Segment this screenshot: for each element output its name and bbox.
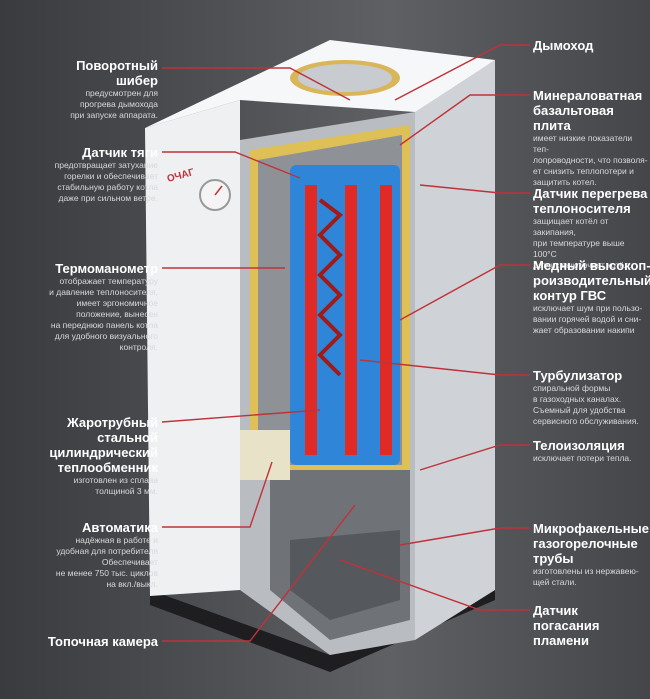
label-title: Датчик перегрева теплоносителя xyxy=(533,186,648,216)
label-desc: спиральной формы в газоходных каналах. С… xyxy=(533,383,639,426)
leader-lines xyxy=(161,44,530,642)
label-title: Термоманометр xyxy=(55,261,158,276)
label-desc: исключает потери тепла. xyxy=(533,453,632,463)
label-title: Телоизоляция xyxy=(533,438,625,453)
boiler-front-left xyxy=(145,100,240,596)
label-turbulator: Турбулизатор спиральной формы в газоходн… xyxy=(533,368,639,427)
label-burner-tubes: Микрофакельные газогорелочные трубы изго… xyxy=(533,521,649,588)
label-insulation: Телоизоляция исключает потери тепла. xyxy=(533,438,632,464)
gauge-needle xyxy=(214,185,223,196)
label-title: Минераловатная базальтовая плита xyxy=(533,88,643,133)
gas-valve-automatics xyxy=(240,430,290,480)
label-desc: изготовлен из сплава толщиной 3 мм. xyxy=(73,475,158,496)
label-desc: предусмотрен для прогрева дымохода при з… xyxy=(70,88,158,120)
label-basalt-plate: Минераловатная базальтовая плита имеет н… xyxy=(533,88,650,188)
label-title: Датчик погасания пламени xyxy=(533,603,600,648)
flue-tube-right xyxy=(380,185,392,455)
label-title: Дымоход xyxy=(533,38,594,53)
label-heat-exchanger: Жаротрубный стальной цилиндрический тепл… xyxy=(49,415,158,497)
label-title: Турбулизатор xyxy=(533,368,623,383)
label-automatics: Автоматика надёжная в работе и удобная д… xyxy=(56,520,158,590)
label-title: Топочная камера xyxy=(47,634,158,649)
label-title: Поворотный шибер xyxy=(76,58,158,88)
label-desc: отображает температуру и давление теплон… xyxy=(49,276,158,352)
chimney-opening xyxy=(298,64,392,92)
turbulator xyxy=(317,198,344,377)
label-title: Автоматика xyxy=(82,520,158,535)
label-desc: изготовлены из нержавею- щей стали. xyxy=(533,566,639,587)
label-draft-sensor: Датчик тяги предотвращает затухание горе… xyxy=(55,145,158,204)
label-desc: надёжная в работе и удобная для потребит… xyxy=(55,535,158,589)
label-title: Жаротрубный стальной цилиндрический тепл… xyxy=(49,415,158,475)
label-rotary-damper: Поворотный шибер предусмотрен для прогре… xyxy=(70,58,158,121)
label-copper-dhw-circuit: Медный высокоп- роизводительный контур Г… xyxy=(533,258,650,336)
label-desc: защищает котёл от закипания, при темпера… xyxy=(533,216,632,270)
label-desc: предотвращает затухание горелки и обеспе… xyxy=(54,160,158,203)
boiler-right-side xyxy=(415,60,495,640)
flue-tube-left xyxy=(305,185,317,455)
label-combustion-chamber: Топочная камера xyxy=(48,634,158,649)
label-chimney: Дымоход xyxy=(533,38,593,53)
label-flame-sensor: Датчик погасания пламени xyxy=(533,603,600,648)
label-desc: имеет низкие показатели теп- лопроводнос… xyxy=(533,133,648,187)
label-thermomanometer: Термоманометр отображает температуру и д… xyxy=(49,261,158,353)
label-title: Датчик тяги xyxy=(82,145,158,160)
flue-tube-center xyxy=(345,185,357,455)
label-desc: исключает шум при пользо- вании горячей … xyxy=(533,303,643,335)
label-title: Медный высокоп- роизводительный контур Г… xyxy=(533,258,650,303)
label-overheat-sensor: Датчик перегрева теплоносителя защищает … xyxy=(533,186,650,271)
label-title: Микрофакельные газогорелочные трубы xyxy=(533,521,649,566)
